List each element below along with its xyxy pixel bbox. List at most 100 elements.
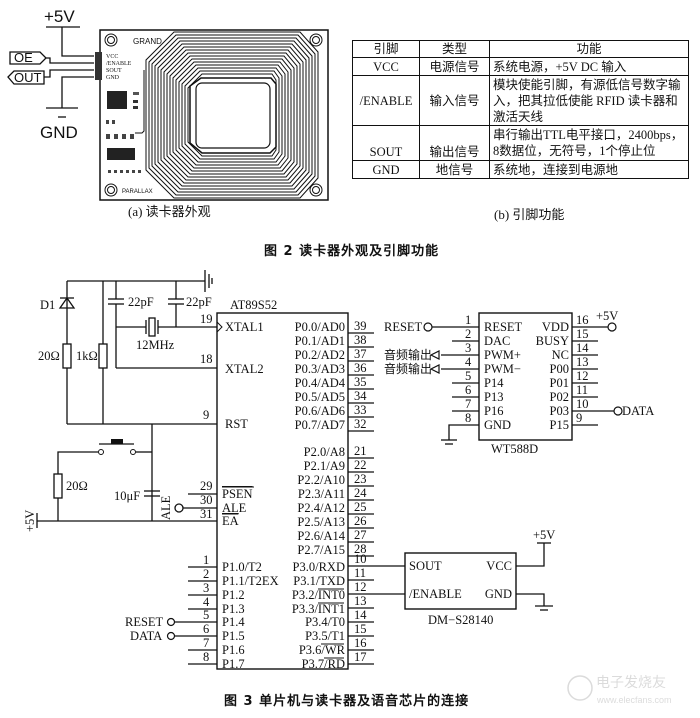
- svg-text:P2.4/A12: P2.4/A12: [297, 501, 345, 515]
- svg-text:P03: P03: [550, 404, 569, 418]
- watermark: 电子发烧友 www.elecfans.com: [567, 674, 672, 705]
- svg-text:P3.0/RXD: P3.0/RXD: [293, 560, 345, 574]
- svg-text:31: 31: [200, 507, 213, 521]
- svg-text:15: 15: [576, 327, 589, 341]
- svg-text:GND: GND: [106, 75, 120, 81]
- svg-text:27: 27: [354, 528, 367, 542]
- svg-text:P14: P14: [484, 376, 504, 390]
- svg-text:34: 34: [354, 389, 367, 403]
- svg-text:+5V: +5V: [23, 510, 37, 532]
- svg-text:39: 39: [354, 319, 367, 333]
- svg-text:P3.4/T0: P3.4/T0: [305, 615, 345, 629]
- svg-text:RST: RST: [225, 417, 248, 431]
- svg-text:13: 13: [576, 355, 589, 369]
- svg-text:1: 1: [465, 313, 471, 327]
- svg-text:P1.1/T2EX: P1.1/T2EX: [222, 574, 279, 588]
- reader-name: DM−S28140: [428, 613, 493, 627]
- crystal: [148, 317, 156, 337]
- svg-text:P3.2/INT0: P3.2/INT0: [292, 588, 345, 602]
- svg-text:P3.1/TXD: P3.1/TXD: [293, 574, 345, 588]
- svg-text:8: 8: [203, 650, 209, 664]
- sub-caption-b: (b) 引脚功能: [494, 207, 565, 222]
- svg-text:14: 14: [354, 608, 367, 622]
- svg-text:P0.2/AD2: P0.2/AD2: [295, 348, 345, 362]
- svg-text:12: 12: [576, 369, 589, 383]
- svg-text:P0.5/AD5: P0.5/AD5: [295, 390, 345, 404]
- table-row: VCC 电源信号 系统电源，+5V DC 输入: [352, 57, 689, 76]
- net-data-mcu: DATA: [130, 629, 162, 643]
- svg-text:P3.5/T1: P3.5/T1: [305, 629, 345, 643]
- net-reset-voice: RESET: [384, 320, 423, 334]
- svg-text:P1.4: P1.4: [222, 615, 245, 629]
- figure3-caption: 图 3 单片机与读卡器及语音芯片的连接: [224, 693, 469, 709]
- svg-text:10: 10: [576, 397, 589, 411]
- svg-text:P16: P16: [484, 404, 503, 418]
- svg-text:P0.1/AD1: P0.1/AD1: [295, 334, 345, 348]
- svg-text:2: 2: [203, 567, 209, 581]
- svg-text:35: 35: [354, 375, 367, 389]
- svg-text:P0.0/AD0: P0.0/AD0: [295, 320, 345, 334]
- svg-text:24: 24: [354, 486, 367, 500]
- svg-text:7: 7: [465, 397, 471, 411]
- cap-c2-label: 22pF: [186, 295, 212, 309]
- svg-text:P0.3/AD3: P0.3/AD3: [295, 362, 345, 376]
- sub-caption-a: (a) 读卡器外观: [128, 204, 211, 219]
- svg-text:P2.5/A13: P2.5/A13: [297, 515, 345, 529]
- net-audio-out-2: 音频输出: [384, 361, 432, 376]
- svg-text:P3.3/INT1: P3.3/INT1: [292, 602, 345, 616]
- mcu-name: AT89S52: [230, 298, 277, 312]
- header-pin: 引脚: [352, 40, 420, 58]
- svg-text:XTAL1: XTAL1: [225, 320, 264, 334]
- svg-text:P3.6/WR: P3.6/WR: [299, 643, 346, 657]
- antenna-coil: [145, 31, 319, 199]
- svg-text:P00: P00: [550, 362, 569, 376]
- svg-text:4: 4: [465, 355, 472, 369]
- svg-text:PWM+: PWM+: [484, 348, 521, 362]
- svg-text:EA: EA: [222, 514, 239, 528]
- svg-text:26: 26: [354, 514, 367, 528]
- svg-text:1: 1: [203, 553, 209, 567]
- svg-text:/ENABLE: /ENABLE: [409, 587, 462, 601]
- svg-text:P2.3/A11: P2.3/A11: [298, 487, 345, 501]
- cap-c1-label: 22pF: [128, 295, 154, 309]
- svg-text:P1.3: P1.3: [222, 602, 245, 616]
- svg-text:4: 4: [203, 595, 210, 609]
- svg-text:OUT: OUT: [14, 70, 42, 85]
- reader-wiring: +5V OE OUT GND: [7, 7, 94, 142]
- pin-function-table: 引脚 类型 功能 VCC 电源信号 系统电源，+5V DC 输入 /ENABLE…: [352, 40, 689, 179]
- svg-text:21: 21: [354, 444, 367, 458]
- svg-text:1kΩ: 1kΩ: [76, 349, 98, 363]
- mcu-right-pin-numbers: 39 38 37 36 35 34 33 32 21 22 23 24 25 2…: [348, 319, 405, 665]
- svg-text:38: 38: [354, 333, 367, 347]
- svg-text:14: 14: [576, 341, 589, 355]
- table-header-row: 引脚 类型 功能: [352, 40, 689, 58]
- svg-text:6: 6: [203, 622, 209, 636]
- svg-text:SOUT: SOUT: [409, 559, 442, 573]
- svg-text:DAC: DAC: [484, 334, 510, 348]
- svg-text:15: 15: [354, 622, 367, 636]
- svg-text:13: 13: [354, 594, 367, 608]
- svg-text:/ENABLE: /ENABLE: [106, 61, 132, 67]
- svg-text:P0.7/AD7: P0.7/AD7: [295, 418, 345, 432]
- gnd-label: GND: [40, 123, 78, 142]
- svg-text:30: 30: [200, 493, 213, 507]
- table-row: GND 地信号 系统地，连接到电源地: [352, 160, 689, 179]
- svg-text:8: 8: [465, 411, 471, 425]
- svg-text:BUSY: BUSY: [536, 334, 569, 348]
- svg-text:33: 33: [354, 403, 367, 417]
- svg-text:10μF: 10μF: [114, 489, 140, 503]
- svg-text:VDD: VDD: [542, 320, 569, 334]
- svg-text:VCC: VCC: [106, 54, 118, 60]
- svg-text:11: 11: [576, 383, 588, 397]
- svg-text:6: 6: [465, 383, 471, 397]
- svg-text:23: 23: [354, 472, 367, 486]
- svg-text:P1.6: P1.6: [222, 643, 245, 657]
- svg-text:3: 3: [465, 341, 471, 355]
- svg-text:10: 10: [354, 552, 367, 566]
- svg-text:ALE: ALE: [222, 501, 247, 515]
- oe-tag: [9, 51, 47, 65]
- maker-label: PARALLAX: [122, 189, 153, 195]
